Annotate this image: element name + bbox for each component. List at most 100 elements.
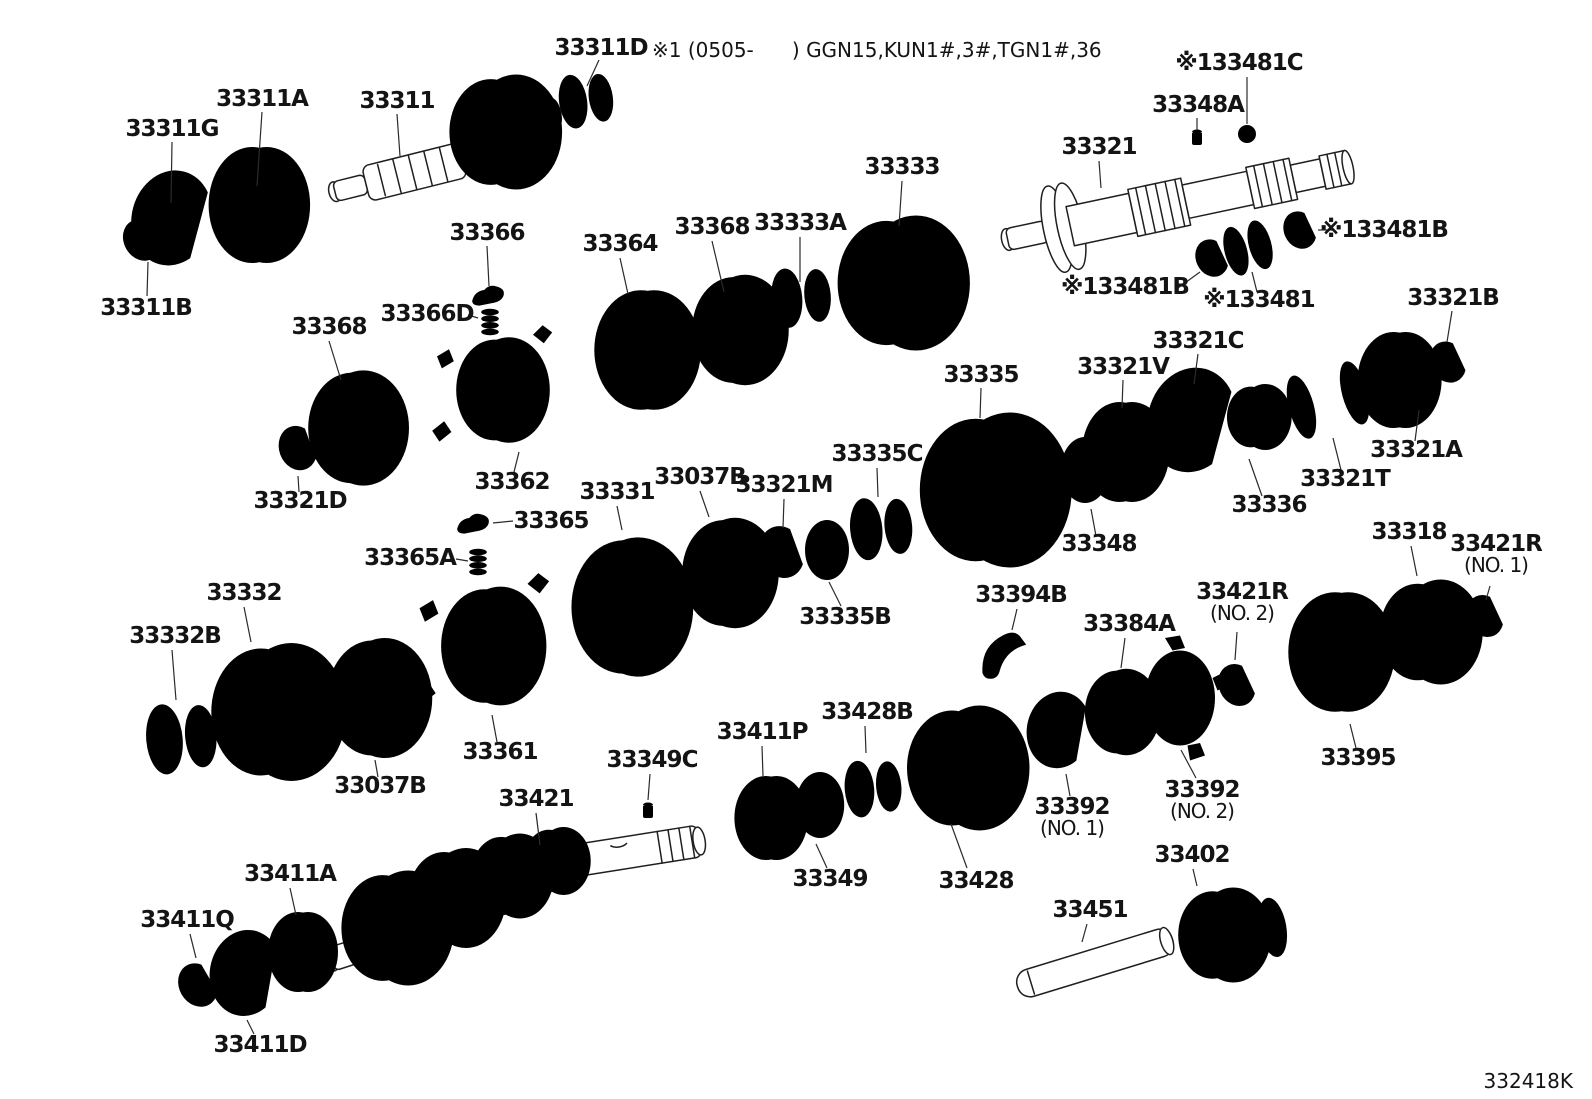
part-label-133481B-r: ※133481B (1320, 217, 1448, 243)
leader-33392-2 (1180, 749, 1197, 779)
leader-33421R-1 (1485, 585, 1491, 601)
part-label-33421R-1: 33421R (1450, 531, 1543, 557)
shift-key-33365 (457, 513, 489, 534)
hub-sleeve-33395 (1288, 592, 1395, 712)
leader-33411P (761, 745, 764, 777)
ring-33364 (594, 290, 701, 410)
leader-33402 (1192, 868, 1198, 887)
leader-33421R-2 (1234, 631, 1238, 661)
leader-33349 (815, 843, 828, 869)
gear-33428 (907, 705, 1030, 831)
part-label-33368-a: 33368 (291, 314, 366, 340)
part-label-33321: 33321 (1061, 134, 1136, 160)
part-sublabel-33392-1: (NO. 1) (1040, 816, 1104, 840)
part-label-diagram-code: 332418K (1484, 1069, 1574, 1093)
gear-33402 (1178, 887, 1272, 983)
synchro-ring-33037B-b (327, 638, 433, 758)
part-label-33335C: 33335C (832, 441, 923, 467)
leader-33321V (1121, 379, 1124, 409)
leader-33451 (1081, 923, 1088, 943)
part-label-33321D: 33321D (253, 488, 346, 514)
leader-33336 (1248, 458, 1263, 497)
part-label-33311: 33311 (359, 88, 434, 114)
gear-33333 (837, 215, 970, 351)
leader-33365A (455, 558, 469, 562)
leader-33037B-a (699, 490, 710, 518)
snap-ring-33392-no1 (1020, 686, 1088, 772)
key-spring-33366D (481, 308, 499, 336)
part-label-33384A: 33384A (1083, 611, 1176, 637)
diagram-artwork (115, 69, 1506, 1020)
key-spring-33365A (469, 548, 487, 576)
part-label-33349: 33349 (792, 866, 867, 892)
part-label-33332: 33332 (206, 580, 281, 606)
leader-33311A (256, 111, 263, 187)
input-shaft-33311 (325, 142, 468, 210)
leader-33428 (950, 823, 968, 869)
leader-33335 (979, 387, 982, 419)
part-label-33037B-b: 33037B (334, 773, 426, 799)
leader-33428B (864, 725, 867, 754)
leader-33318 (1410, 545, 1418, 577)
part-label-33336: 33336 (1231, 492, 1306, 518)
gear-33331 (571, 537, 694, 677)
leader-33361 (491, 714, 498, 743)
part-label-33318: 33318 (1371, 519, 1446, 545)
part-label-33348A: 33348A (1152, 92, 1245, 118)
part-sublabel-33421R-1: (NO. 1) (1464, 553, 1528, 577)
leader-33311 (396, 113, 401, 157)
part-label-33368-b: 33368 (674, 214, 749, 240)
leader-33421 (535, 812, 541, 846)
bearing-33321A (1357, 332, 1442, 428)
leader-33335B (828, 581, 842, 607)
part-label-33321A: 33321A (1370, 437, 1463, 463)
part-label-header-note: ※1 (0505- ) GGN15,KUN1#,3#,TGN1#,36 (652, 38, 1102, 62)
leader-33311G (170, 141, 173, 204)
shift-key-33366 (472, 285, 504, 306)
part-label-33366: 33366 (449, 220, 524, 246)
leader-33333 (898, 180, 903, 227)
part-label-33333A: 33333A (754, 210, 847, 236)
bearing-33311A (208, 147, 311, 263)
leader-33321D (297, 475, 300, 493)
part-label-33321V: 33321V (1077, 354, 1170, 380)
leader-33365 (492, 520, 514, 524)
part-label-33349C: 33349C (607, 747, 698, 773)
part-label-33402: 33402 (1154, 842, 1229, 868)
part-label-33411A: 33411A (244, 861, 337, 887)
part-label-33395: 33395 (1320, 745, 1395, 771)
leader-33321A (1414, 409, 1420, 442)
clutch-hub-33361 (414, 573, 550, 706)
part-label-33451: 33451 (1052, 897, 1127, 923)
part-label-33037B-a: 33037B (654, 464, 746, 490)
leader-33321C (1193, 353, 1199, 385)
part-label-33311B: 33311B (100, 295, 192, 321)
bearing-33411A (268, 912, 338, 992)
leader-33384A (1120, 637, 1126, 669)
leader-33364 (619, 257, 629, 295)
washer-33335B (805, 520, 849, 580)
part-label-33428B: 33428B (821, 699, 913, 725)
leader-33348 (1090, 508, 1097, 537)
part-label-33392-2: 33392 (1164, 777, 1239, 803)
leader-33392-1 (1065, 773, 1071, 797)
part-label-33366D: 33366D (380, 301, 473, 327)
leader-33366 (486, 245, 490, 287)
snap-ring-33411D (202, 924, 279, 1020)
gear-33311 (449, 74, 563, 190)
leader-33411A (289, 887, 297, 916)
part-label-33332B: 33332B (129, 623, 221, 649)
bearing-33428B (842, 757, 904, 819)
part-label-133481C: ※133481C (1175, 50, 1302, 76)
leader-33321 (1098, 160, 1102, 189)
leader-133481B-l (1177, 271, 1201, 289)
leader-33395 (1349, 723, 1357, 749)
bushing-133481 (1218, 217, 1278, 279)
c-clip-133481B-right (1277, 207, 1319, 255)
part-label-33392-1: 33392 (1034, 794, 1109, 820)
part-label-33421: 33421 (498, 786, 573, 812)
ball-133481C (1238, 125, 1256, 143)
part-label-33365A: 33365A (364, 545, 457, 571)
